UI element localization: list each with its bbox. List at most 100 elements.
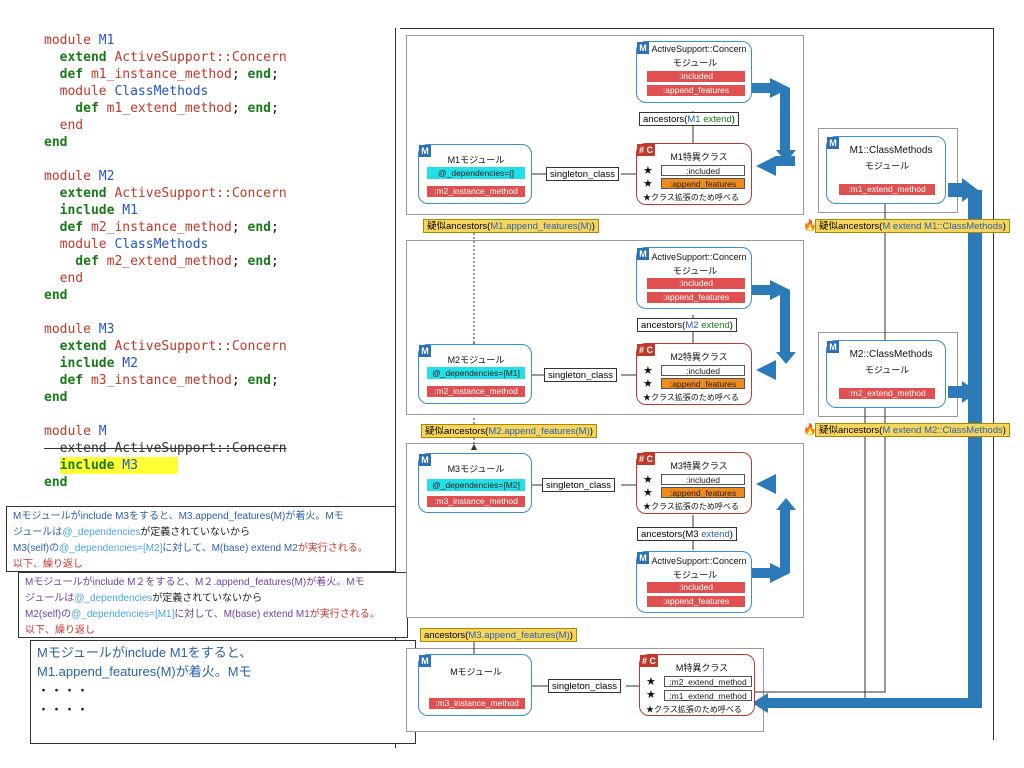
m1-singleton-class: # C M1特異クラス ★ :included ★ :append_featur…	[636, 143, 752, 205]
code-token: def	[44, 220, 91, 235]
concern-title: ActiveSupport::Concern	[651, 556, 747, 566]
code-token: ;	[271, 373, 279, 388]
cm1-module: M M1::ClassMethods モジュール :m1_extend_meth…	[826, 136, 946, 204]
m1-concern-module: M ActiveSupport::Concern モジュール :included…	[636, 41, 752, 103]
append-features-hook: :append_features	[647, 596, 745, 607]
code-token: ;	[231, 67, 248, 82]
code-token: m3_instance_method	[90, 373, 232, 388]
m2-concern-module: M ActiveSupport::Concern モジュール :included…	[636, 247, 752, 309]
m2-method: :m2_instance_method	[427, 386, 525, 397]
star-icon: ★	[643, 378, 653, 390]
cm1-module-word: モジュール	[864, 161, 910, 171]
m-class-title: M特異クラス	[675, 663, 729, 673]
m3-concern-module: M ActiveSupport::Concern モジュール :included…	[636, 551, 752, 613]
class-ext-caption: ★クラス拡張のため呼べる	[643, 502, 739, 511]
note-include-m3: Mモジュールがinclude M3をすると、M3.append_features…	[6, 506, 396, 572]
code-token: ;	[271, 220, 279, 235]
code-line: include M1	[44, 202, 384, 219]
code-line: end	[44, 389, 384, 406]
code-token: def	[44, 254, 107, 269]
code-line: def m1_extend_method; end;	[44, 100, 384, 117]
m2-module: M M2モジュール @_dependencies=[M1] :m2_instan…	[418, 344, 532, 404]
included-hook: :included	[647, 71, 745, 82]
star-icon: ★	[643, 474, 653, 486]
highlight-marker	[60, 457, 178, 474]
concern-title: ActiveSupport::Concern	[651, 44, 747, 54]
code-token: end	[247, 101, 271, 116]
code-token: ;	[271, 254, 279, 269]
code-line: module M2	[44, 168, 384, 185]
code-token: ;	[231, 101, 248, 116]
append-features-hook: :append_features	[647, 85, 745, 96]
code-line: module ClassMethods	[44, 236, 384, 253]
append-features-slot: :append_features	[661, 487, 745, 498]
code-listing: module M1 extend ActiveSupport::Concern …	[44, 32, 384, 491]
cm2-module-word: モジュール	[864, 365, 910, 375]
module-tag: M	[637, 552, 649, 564]
code-token: end	[44, 271, 84, 286]
m1-singleton-label: singleton_class	[546, 167, 619, 181]
cm2-title: M2::ClassMethods	[849, 349, 933, 360]
code-token: ;	[271, 67, 279, 82]
module-tag: M	[419, 454, 431, 466]
code-token: module	[44, 169, 99, 184]
code-token: include	[44, 203, 123, 218]
code-token: ClassMethods	[114, 84, 209, 99]
included-slot: :included	[661, 474, 745, 485]
code-token: end	[247, 220, 271, 235]
module-tag: M	[827, 341, 839, 353]
fire-icon: 🔥	[803, 424, 817, 436]
included-slot: :included	[661, 165, 745, 176]
class-ext-caption: ★クラス拡張のため呼べる	[643, 393, 739, 402]
m1-title: M1モジュール	[447, 155, 505, 165]
code-line: module ClassMethods	[44, 83, 384, 100]
included-hook: :included	[647, 278, 745, 289]
m1-method: :m2_instance_method	[427, 186, 525, 197]
code-line: end	[44, 270, 384, 287]
star-icon: ★	[643, 487, 653, 499]
code-token: ;	[231, 373, 248, 388]
panel-right-border	[993, 28, 994, 740]
included-hook: :included	[647, 582, 745, 593]
cm1-method: :m1_extend_method	[839, 184, 935, 195]
m3-dependencies: @_dependencies=[M2]	[427, 479, 525, 491]
m2-title: M2モジュール	[447, 355, 505, 365]
star-icon: ★	[646, 676, 656, 688]
code-token: module	[44, 84, 115, 99]
code-line: module M1	[44, 32, 384, 49]
concern-module-word: モジュール	[672, 266, 718, 276]
code-line: extend ActiveSupport::Concern	[44, 49, 384, 66]
code-token: end	[247, 373, 271, 388]
class-ext-caption: ★クラス拡張のため呼べる	[646, 705, 742, 714]
code-token: def	[44, 101, 107, 116]
module-tag: M	[419, 145, 431, 157]
note-include-m2: Mモジュールがinclude M２をすると、M２.append_features…	[18, 572, 408, 638]
code-token: M3	[98, 322, 115, 337]
code-line: module M3	[44, 321, 384, 338]
code-token: extend	[44, 50, 115, 65]
code-token: m1_instance_method	[90, 67, 232, 82]
concern-module-word: モジュール	[672, 58, 718, 68]
code-token: end	[247, 67, 271, 82]
append-features-slot: :append_features	[661, 178, 745, 189]
m2-ancestors-label: ancestors(M2 extend)	[637, 318, 737, 332]
m2-class-title: M2特異クラス	[670, 352, 728, 362]
code-line: extend ActiveSupport::Concern	[44, 185, 384, 202]
m-singleton-label: singleton_class	[548, 679, 621, 693]
code-token: ActiveSupport::Concern	[114, 186, 287, 201]
code-token: end	[247, 254, 271, 269]
module-tag: M	[419, 345, 431, 357]
note-include-m1: Mモジュールがinclude M1をすると、 M1.append_feature…	[30, 640, 416, 744]
code-line: include M3	[44, 457, 384, 474]
code-token: M3	[122, 458, 138, 473]
code-line: def m1_instance_method; end;	[44, 66, 384, 83]
code-token: extend	[44, 339, 115, 354]
code-token: m1_extend_method	[106, 101, 232, 116]
fire-icon: 🔥	[803, 220, 817, 232]
code-token: M2	[122, 356, 138, 371]
m1-ancestors-label: ancestors(M1 extend)	[639, 112, 739, 126]
code-token: m2_instance_method	[90, 220, 232, 235]
m1-pseudo-ancestors: 疑似ancestors(M1.append_features(M))	[423, 219, 599, 233]
cm2-module: M M2::ClassMethods モジュール :m2_extend_meth…	[826, 340, 946, 408]
